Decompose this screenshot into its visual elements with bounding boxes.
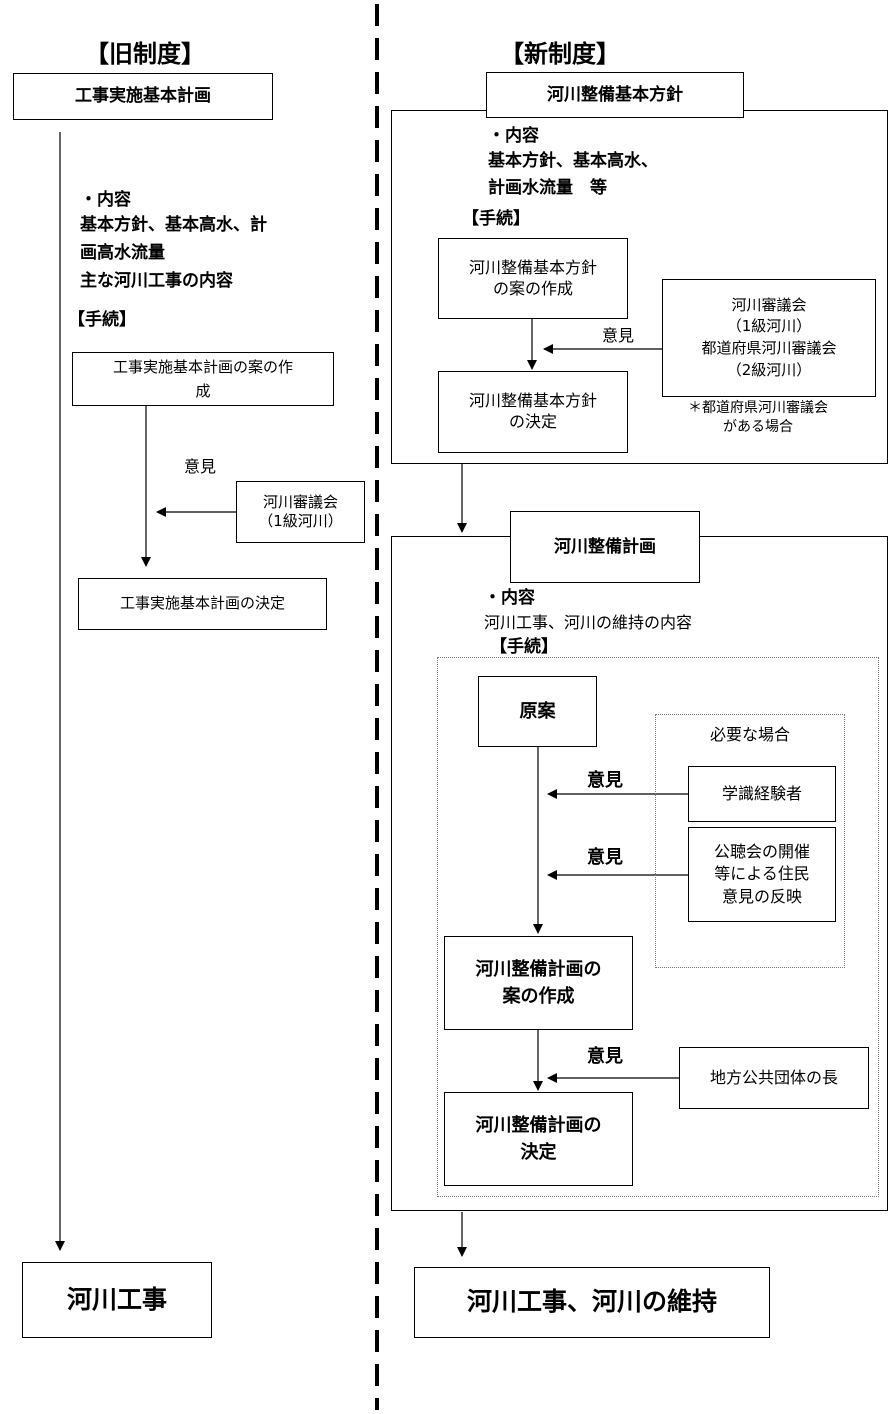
old-plan-title-box: 工事実施基本計画 bbox=[13, 73, 273, 120]
policy-content-label: ・内容 bbox=[488, 126, 539, 146]
local-gov-box: 地方公共団体の長 bbox=[679, 1047, 869, 1109]
old-content-text: 基本方針、基本高水、計 画高水流量 主な河川工事の内容 bbox=[80, 215, 267, 291]
old-draft-box: 工事実施基本計画の案の作 成 bbox=[72, 352, 334, 406]
procedure-dotted-frame bbox=[437, 657, 879, 1197]
experts-opinion-label: 意見 bbox=[587, 770, 623, 791]
experts-box: 学識経験者 bbox=[688, 766, 836, 822]
old-council-box: 河川審議会 （1級河川） bbox=[236, 481, 365, 543]
old-procedure-label: 【手続】 bbox=[68, 310, 136, 330]
new-result-box: 河川工事、河川の維持 bbox=[414, 1267, 770, 1338]
plan-procedure-label: 【手続】 bbox=[490, 637, 558, 657]
old-decision-box: 工事実施基本計画の決定 bbox=[78, 578, 327, 630]
plan-draft-box: 河川整備計画の 案の作成 bbox=[444, 936, 633, 1030]
plan-title-box: 河川整備計画 bbox=[510, 511, 700, 583]
policy-title-box: 河川整備基本方針 bbox=[486, 72, 744, 118]
old-opinion-label: 意見 bbox=[184, 457, 217, 476]
policy-decision-box: 河川整備基本方針 の決定 bbox=[438, 371, 628, 453]
policy-opinion-label: 意見 bbox=[602, 326, 635, 345]
public-opinion-label: 意見 bbox=[587, 847, 623, 868]
when-needed-label: 必要な場合 bbox=[710, 725, 791, 744]
council-note: ＊都道府県河川審議会 がある場合 bbox=[688, 400, 828, 435]
policy-procedure-label: 【手続】 bbox=[462, 209, 530, 229]
public-hearing-box: 公聴会の開催 等による住民 意見の反映 bbox=[688, 827, 836, 922]
council-box: 河川審議会 （1級河川） 都道府県河川審議会 （2級河川） bbox=[662, 279, 876, 397]
when-needed-dotted-frame bbox=[655, 714, 845, 968]
policy-content-text: 基本方針、基本高水、 計画水流量 等 bbox=[488, 151, 658, 198]
old-system-header: 【旧制度】 bbox=[85, 40, 205, 68]
old-content-label: ・内容 bbox=[80, 190, 131, 210]
old-result-box: 河川工事 bbox=[22, 1262, 212, 1338]
original-draft-box: 原案 bbox=[478, 676, 597, 747]
new-system-header: 【新制度】 bbox=[500, 40, 620, 68]
policy-draft-box: 河川整備基本方針 の案の作成 bbox=[438, 238, 628, 319]
plan-content-text: 河川工事、河川の維持の内容 bbox=[484, 613, 693, 632]
plan-content-label: ・内容 bbox=[484, 588, 535, 608]
local-gov-opinion-label: 意見 bbox=[587, 1046, 623, 1067]
plan-decision-box: 河川整備計画の 決定 bbox=[444, 1092, 633, 1186]
